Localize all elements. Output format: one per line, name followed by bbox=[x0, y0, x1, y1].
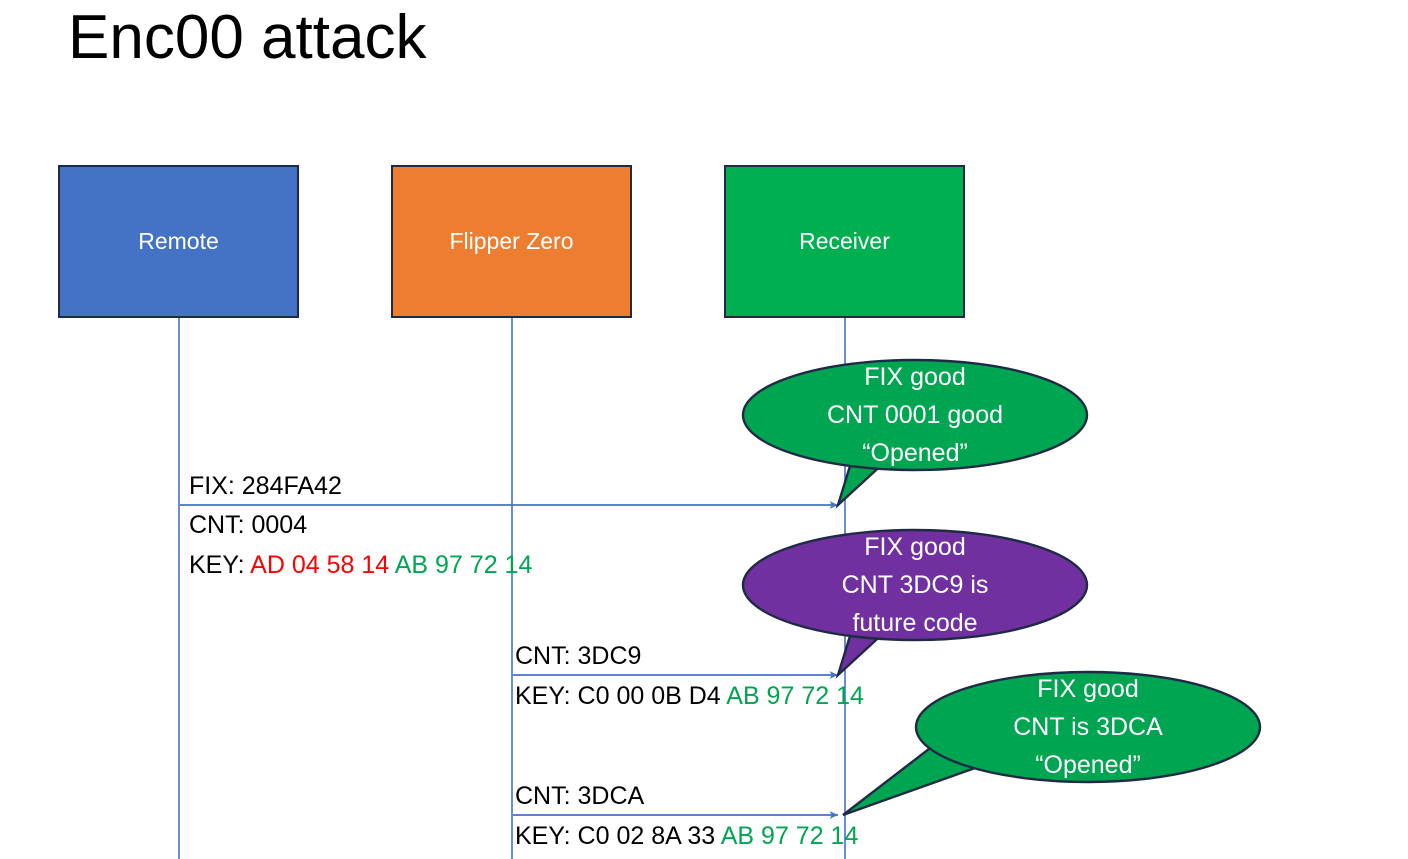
callout-fix-good-cnt-3dca-text: FIX good CNT is 3DCA “Opened” bbox=[916, 670, 1260, 784]
message-2-key: KEY: C0 00 0B D4 AB 97 72 14 bbox=[515, 684, 864, 709]
page-title: Enc00 attack bbox=[68, 3, 427, 72]
message-1-key-first: AD 04 58 14 bbox=[250, 551, 390, 579]
callout-2-line-1: FIX good bbox=[864, 533, 966, 561]
callout-fix-good-cnt-3dca-shape bbox=[842, 670, 1262, 817]
message-1-cnt: CNT: 0004 bbox=[189, 511, 308, 539]
message-1-key-second: AB 97 72 14 bbox=[394, 551, 533, 579]
callout-3-line-2: CNT is 3DCA bbox=[1013, 713, 1163, 741]
actor-box-receiver[interactable]: Receiver bbox=[724, 165, 965, 318]
message-3-key: KEY: C0 02 8A 33 AB 97 72 14 bbox=[515, 824, 858, 849]
callout-1-line-3: “Opened” bbox=[862, 439, 968, 467]
message-1-key-prefix: KEY: bbox=[189, 551, 251, 579]
callout-1-line-2: CNT 0001 good bbox=[826, 401, 1004, 429]
message-2-key-second: AB 97 72 14 bbox=[726, 682, 864, 710]
callout-1-line-1: FIX good bbox=[864, 363, 966, 391]
callout-future-code-shape bbox=[741, 528, 1089, 679]
callout-2-line-3: future code bbox=[852, 609, 978, 637]
actor-label-remote: Remote bbox=[138, 228, 219, 254]
callout-3-line-1: FIX good bbox=[1037, 675, 1139, 703]
callout-2-line-2: CNT 3DC9 is bbox=[841, 571, 989, 599]
message-3-key-first: C0 02 8A 33 bbox=[577, 822, 716, 850]
callout-3-line-3: “Opened” bbox=[1035, 751, 1141, 779]
actor-box-flipper[interactable]: Flipper Zero bbox=[391, 165, 632, 318]
message-1-fix: FIX: 284FA42 bbox=[189, 472, 342, 500]
message-1-key: KEY: AD 04 58 14 AB 97 72 14 bbox=[189, 553, 532, 578]
message-3-key-second: AB 97 72 14 bbox=[720, 822, 859, 850]
message-3-cnt: CNT: 3DCA bbox=[515, 782, 645, 810]
callout-fix-good-cnt-0001-text: FIX good CNT 0001 good “Opened” bbox=[743, 358, 1087, 472]
message-3-key-prefix: KEY: bbox=[515, 822, 578, 850]
message-2-cnt: CNT: 3DC9 bbox=[515, 642, 642, 670]
callout-future-code-text: FIX good CNT 3DC9 is future code bbox=[743, 528, 1087, 642]
actor-label-receiver: Receiver bbox=[799, 228, 890, 254]
message-2-key-first: C0 00 0B D4 bbox=[577, 682, 721, 710]
actor-box-remote[interactable]: Remote bbox=[58, 165, 299, 318]
actor-label-flipper: Flipper Zero bbox=[449, 228, 574, 254]
callout-fix-good-cnt-0001-shape bbox=[741, 358, 1089, 509]
message-2-key-prefix: KEY: bbox=[515, 682, 578, 710]
